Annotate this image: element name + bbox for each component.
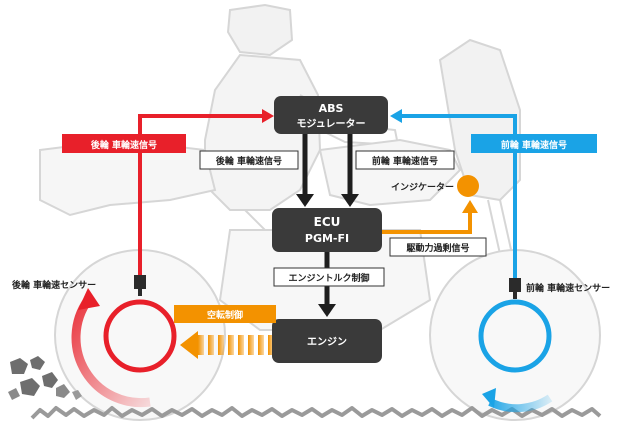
rear-speed-signal-label: 後輪 車輪速信号 (216, 155, 282, 167)
slip-control-label: 空転制御 (207, 309, 243, 321)
engine-title: エンジン (307, 336, 347, 348)
engine-torque-label: エンジントルク制御 (288, 272, 369, 284)
front-spin-arrowhead (482, 388, 496, 408)
front-speed-signal-box: 前輪 車輪速信号 (355, 150, 455, 170)
drive-overslip-box: 駆動力過剰信号 (389, 237, 487, 257)
engine-torque-box: エンジントルク制御 (273, 267, 385, 287)
indicator-signal-line (382, 212, 472, 234)
rear-speed-signal-box: 後輪 車輪速信号 (199, 150, 299, 170)
slip-control-arrow (180, 331, 274, 359)
ecu-subtitle: PGM-FI (305, 232, 349, 245)
rear-sensor-label: 後輪 車輪速センサー (12, 279, 96, 291)
front-wheel (478, 299, 553, 413)
rear-sensor-stem (138, 289, 142, 296)
ground-surface (30, 406, 602, 420)
front-signal-tag-label: 前輪 車輪速信号 (501, 139, 567, 151)
rear-wheel (71, 288, 177, 408)
rear-signal-line (138, 114, 268, 275)
front-signal-arrowhead (390, 109, 402, 123)
front-speed-signal-label: 前輪 車輪速信号 (372, 155, 438, 167)
indicator-lamp (457, 175, 479, 197)
rear-signal-arrowhead (262, 109, 274, 123)
abs-modulator-box: ABS モジュレーター (274, 96, 388, 134)
front-wheel-ring (478, 299, 552, 373)
drive-overslip-label: 駆動力過剰信号 (405, 242, 469, 254)
indicator-signal-arrowhead (462, 200, 478, 213)
front-sensor-icon (509, 278, 521, 292)
rear-signal-tag: 後輪 車輪速信号 (62, 134, 186, 153)
front-spin-arrow (488, 394, 553, 413)
rear-sensor-icon (134, 275, 146, 289)
gravel (8, 356, 82, 400)
front-signal-line (396, 114, 517, 278)
abs-title: ABS (319, 102, 344, 115)
ground (8, 356, 602, 420)
motorcycle-silhouette (39, 3, 601, 421)
front-signal-tag: 前輪 車輪速信号 (471, 134, 597, 153)
rear-wheel-ring (103, 299, 177, 373)
slip-control-tag: 空転制御 (174, 305, 276, 323)
front-sensor-label: 前輪 車輪速センサー (526, 282, 610, 294)
engine-box: エンジン (272, 319, 382, 363)
rear-spin-arrow (71, 297, 151, 408)
ecu-title: ECU (314, 215, 341, 229)
abs-subtitle: モジュレーター (296, 118, 365, 130)
front-sensor-stem (513, 292, 517, 299)
rear-spin-arrowhead (78, 288, 100, 310)
indicator-label: インジケーター (391, 181, 454, 193)
rear-signal-tag-label: 後輪 車輪速信号 (91, 139, 157, 151)
ecu-box: ECU PGM-FI (272, 208, 382, 252)
